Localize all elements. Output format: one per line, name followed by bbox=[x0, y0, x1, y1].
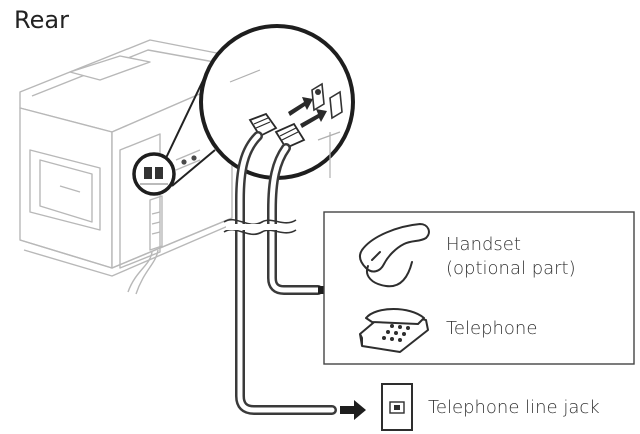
port-dots bbox=[181, 155, 197, 165]
cable-telephone bbox=[267, 143, 323, 295]
magnified-port-icon bbox=[199, 24, 355, 180]
right-arrow-icon bbox=[340, 400, 366, 420]
cable-break-mark bbox=[223, 218, 297, 236]
handset-label-line2: (optional part) bbox=[446, 258, 576, 279]
handset-icon bbox=[358, 223, 430, 288]
handset-label: Handset (optional part) bbox=[446, 233, 576, 281]
port-highlight-circle bbox=[132, 152, 176, 196]
telephone-icon bbox=[359, 308, 429, 353]
wall-jack-icon bbox=[381, 383, 413, 431]
handset-label-line1: Handset bbox=[446, 234, 521, 255]
telephone-label: Telephone bbox=[446, 318, 538, 339]
cable-line-jack bbox=[235, 131, 337, 415]
line-jack-label: Telephone line jack bbox=[428, 397, 600, 418]
printer-rear-icon bbox=[19, 39, 233, 295]
figure-title: Rear bbox=[14, 6, 69, 34]
